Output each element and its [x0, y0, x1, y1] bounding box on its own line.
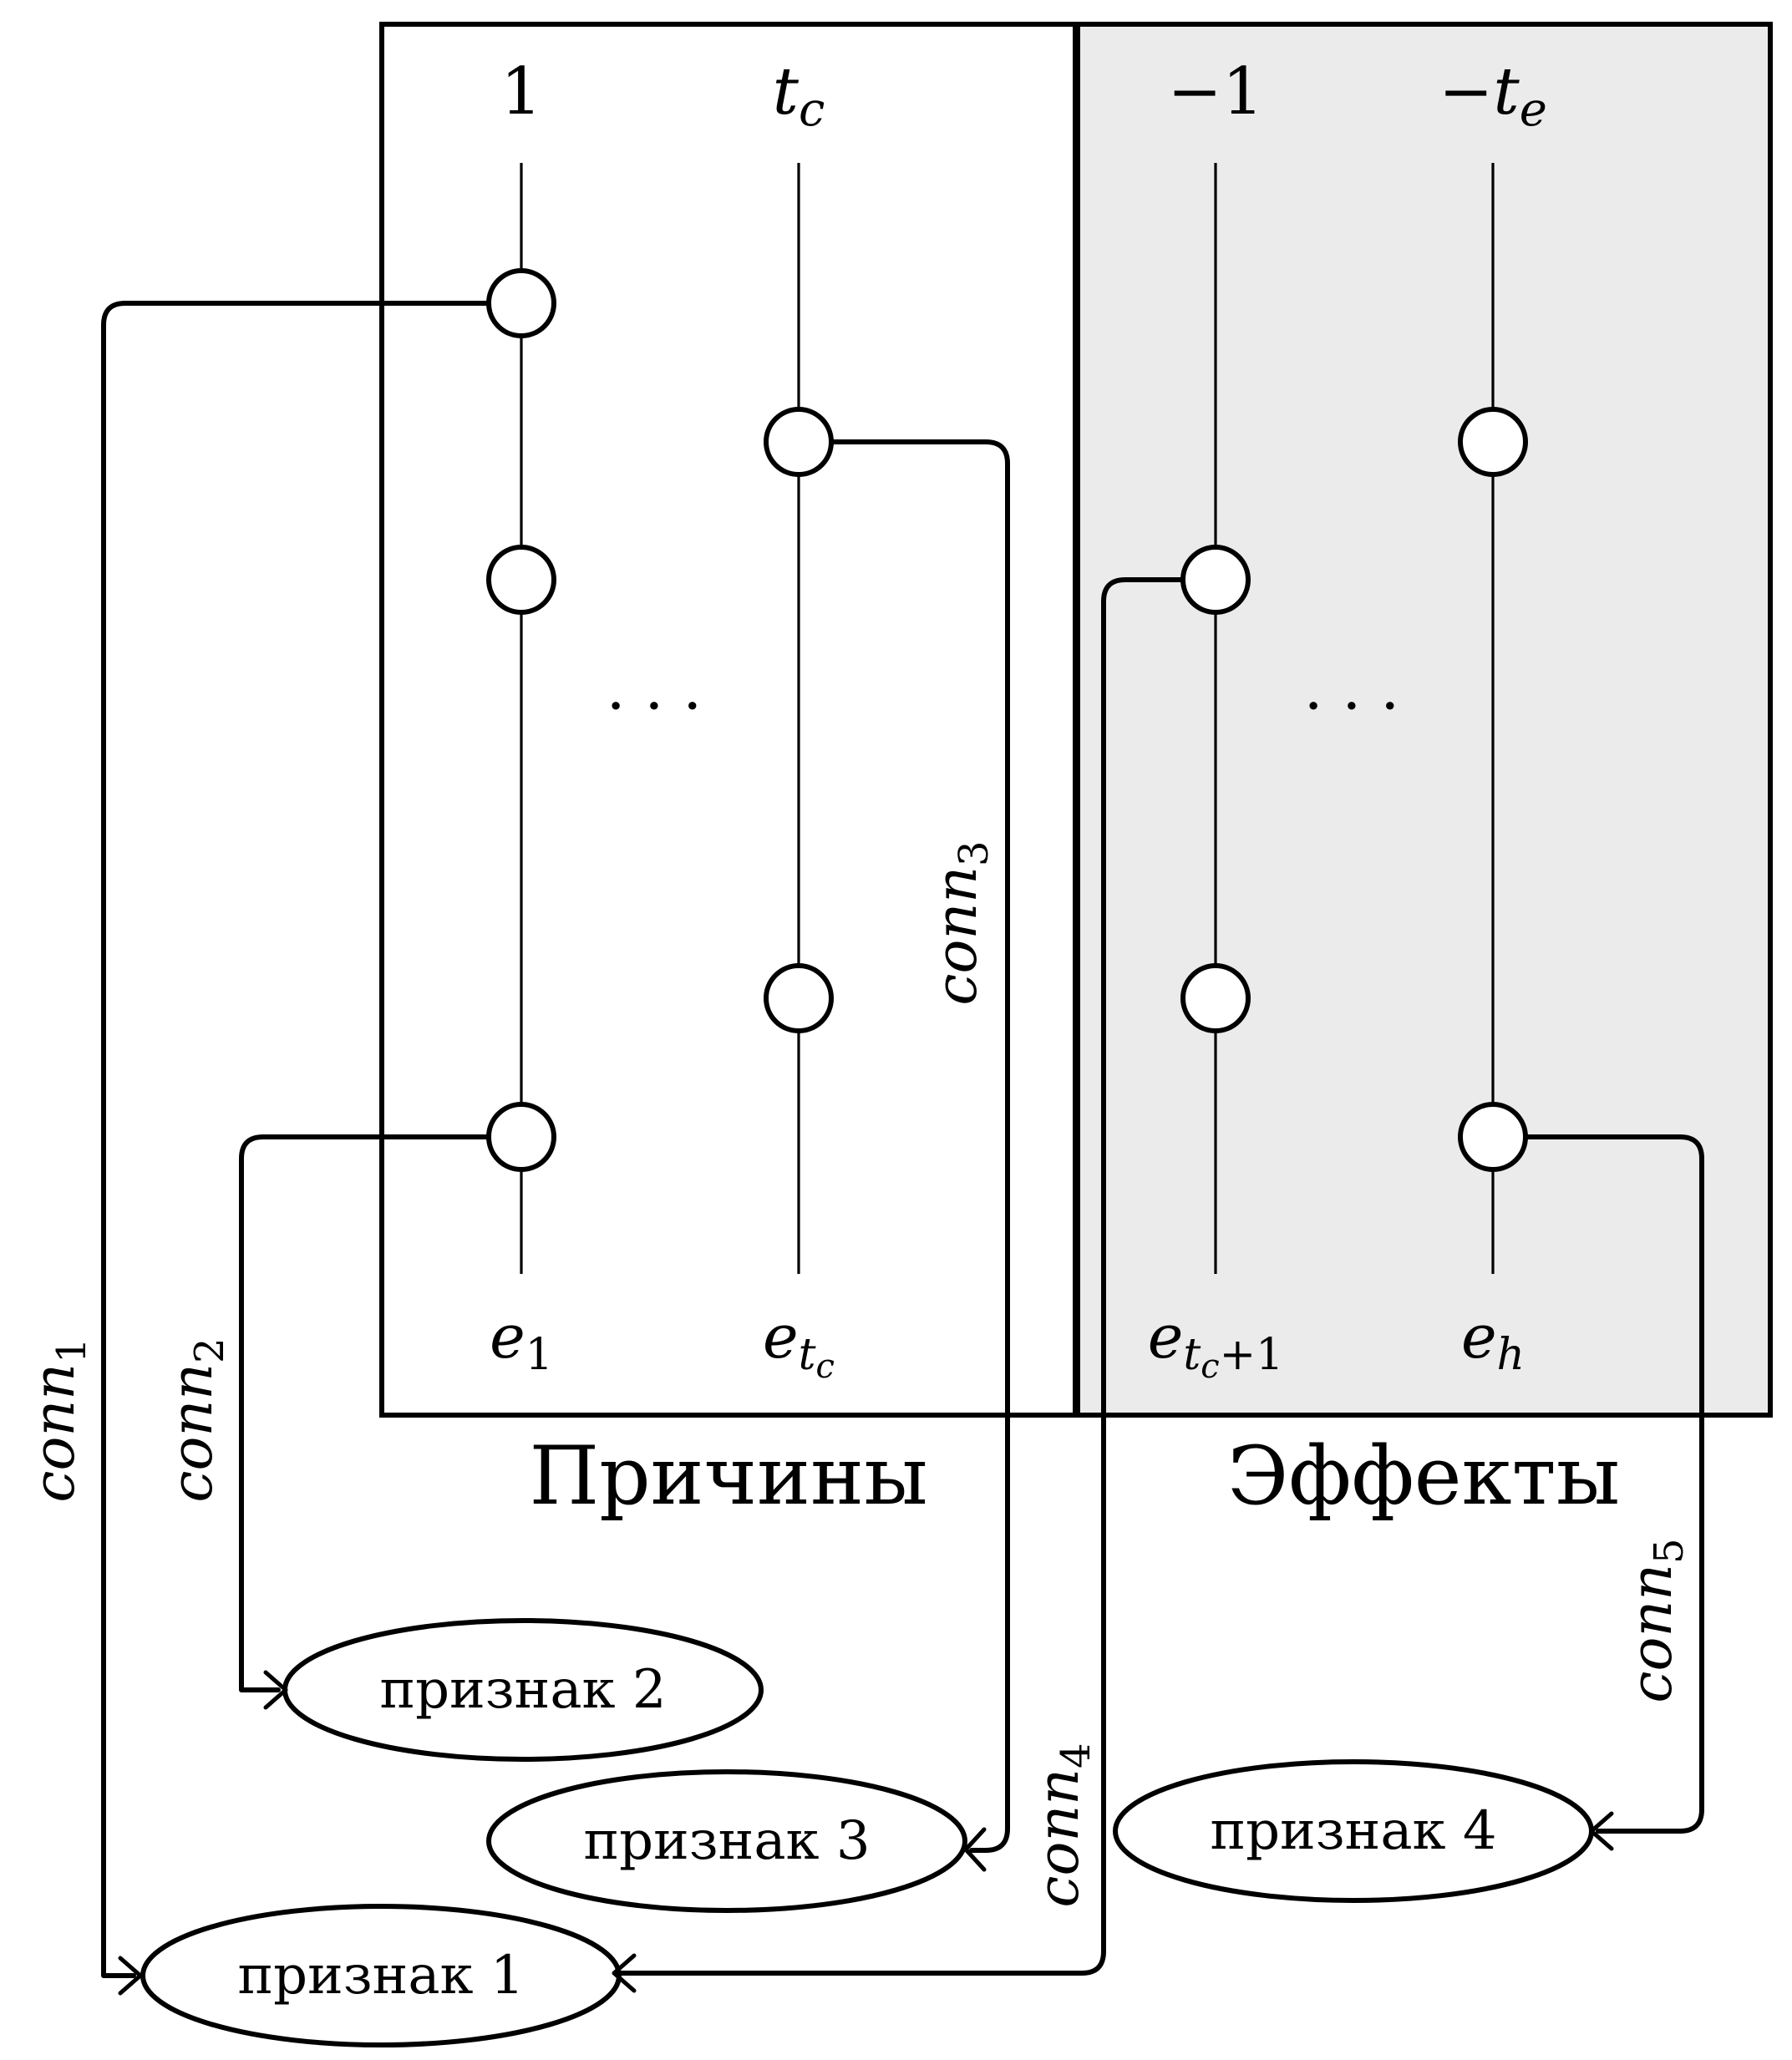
node-effect1-b [1180, 963, 1251, 1033]
effect-col2-bottom-label: eh [1461, 1301, 1525, 1380]
cause-col2-bottom-label: etc [763, 1301, 835, 1386]
effects-frame [1075, 22, 1773, 1418]
causes-title: Причины [530, 1429, 928, 1523]
conn2-label: conn2 [160, 1337, 233, 1502]
feature-3-ellipse [486, 1769, 967, 1913]
arrowhead-conn2 [263, 1670, 288, 1710]
node-effectte-a [1458, 407, 1528, 477]
arrowhead-conn3 [963, 1827, 987, 1872]
wire-conn3 [830, 439, 1010, 1853]
arrowhead-conn1 [118, 1956, 143, 1996]
wire-conn2 [239, 1134, 490, 1692]
cause-col1-top-label: 1 [500, 54, 542, 129]
effect-col2-top-label: −te [1439, 54, 1547, 137]
node-cause1-a [486, 268, 556, 338]
conn1-label: conn1 [22, 1337, 95, 1502]
wire-conn1 [101, 301, 490, 1978]
cause-col1-bottom-label: e1 [490, 1301, 553, 1380]
conn3-label: conn3 [924, 840, 998, 1005]
feature-3-label: признак 3 [583, 1810, 870, 1872]
node-causetc-b [764, 963, 834, 1033]
causes-frame [379, 22, 1078, 1418]
node-effect1-a [1180, 545, 1251, 615]
wire-conn4 [618, 577, 1185, 1976]
node-cause1-b [486, 545, 556, 615]
arrowhead-conn5 [1589, 1811, 1614, 1851]
cause-col2-top-label: tc [773, 54, 825, 137]
causes-ellipsis: · · · [607, 671, 702, 741]
effects-ellipsis: · · · [1304, 671, 1399, 741]
conn5-label: conn5 [1619, 1538, 1693, 1702]
feature-1-label: признак 1 [237, 1945, 524, 2007]
effects-title: Эффекты [1227, 1429, 1620, 1523]
node-cause1-c [486, 1102, 556, 1172]
effect-col1-bottom-label: etc+1 [1148, 1301, 1284, 1386]
conn4-label: conn4 [1026, 1743, 1099, 1907]
arrowhead-conn4 [612, 1953, 637, 1993]
node-effectte-b [1458, 1102, 1528, 1172]
effect-col1-top-label: −1 [1168, 54, 1264, 129]
feature-2-label: признак 2 [379, 1659, 666, 1721]
feature-4-label: признак 4 [1210, 1800, 1496, 1862]
node-causetc-a [764, 407, 834, 477]
wire-conn5 [1524, 1134, 1704, 1834]
